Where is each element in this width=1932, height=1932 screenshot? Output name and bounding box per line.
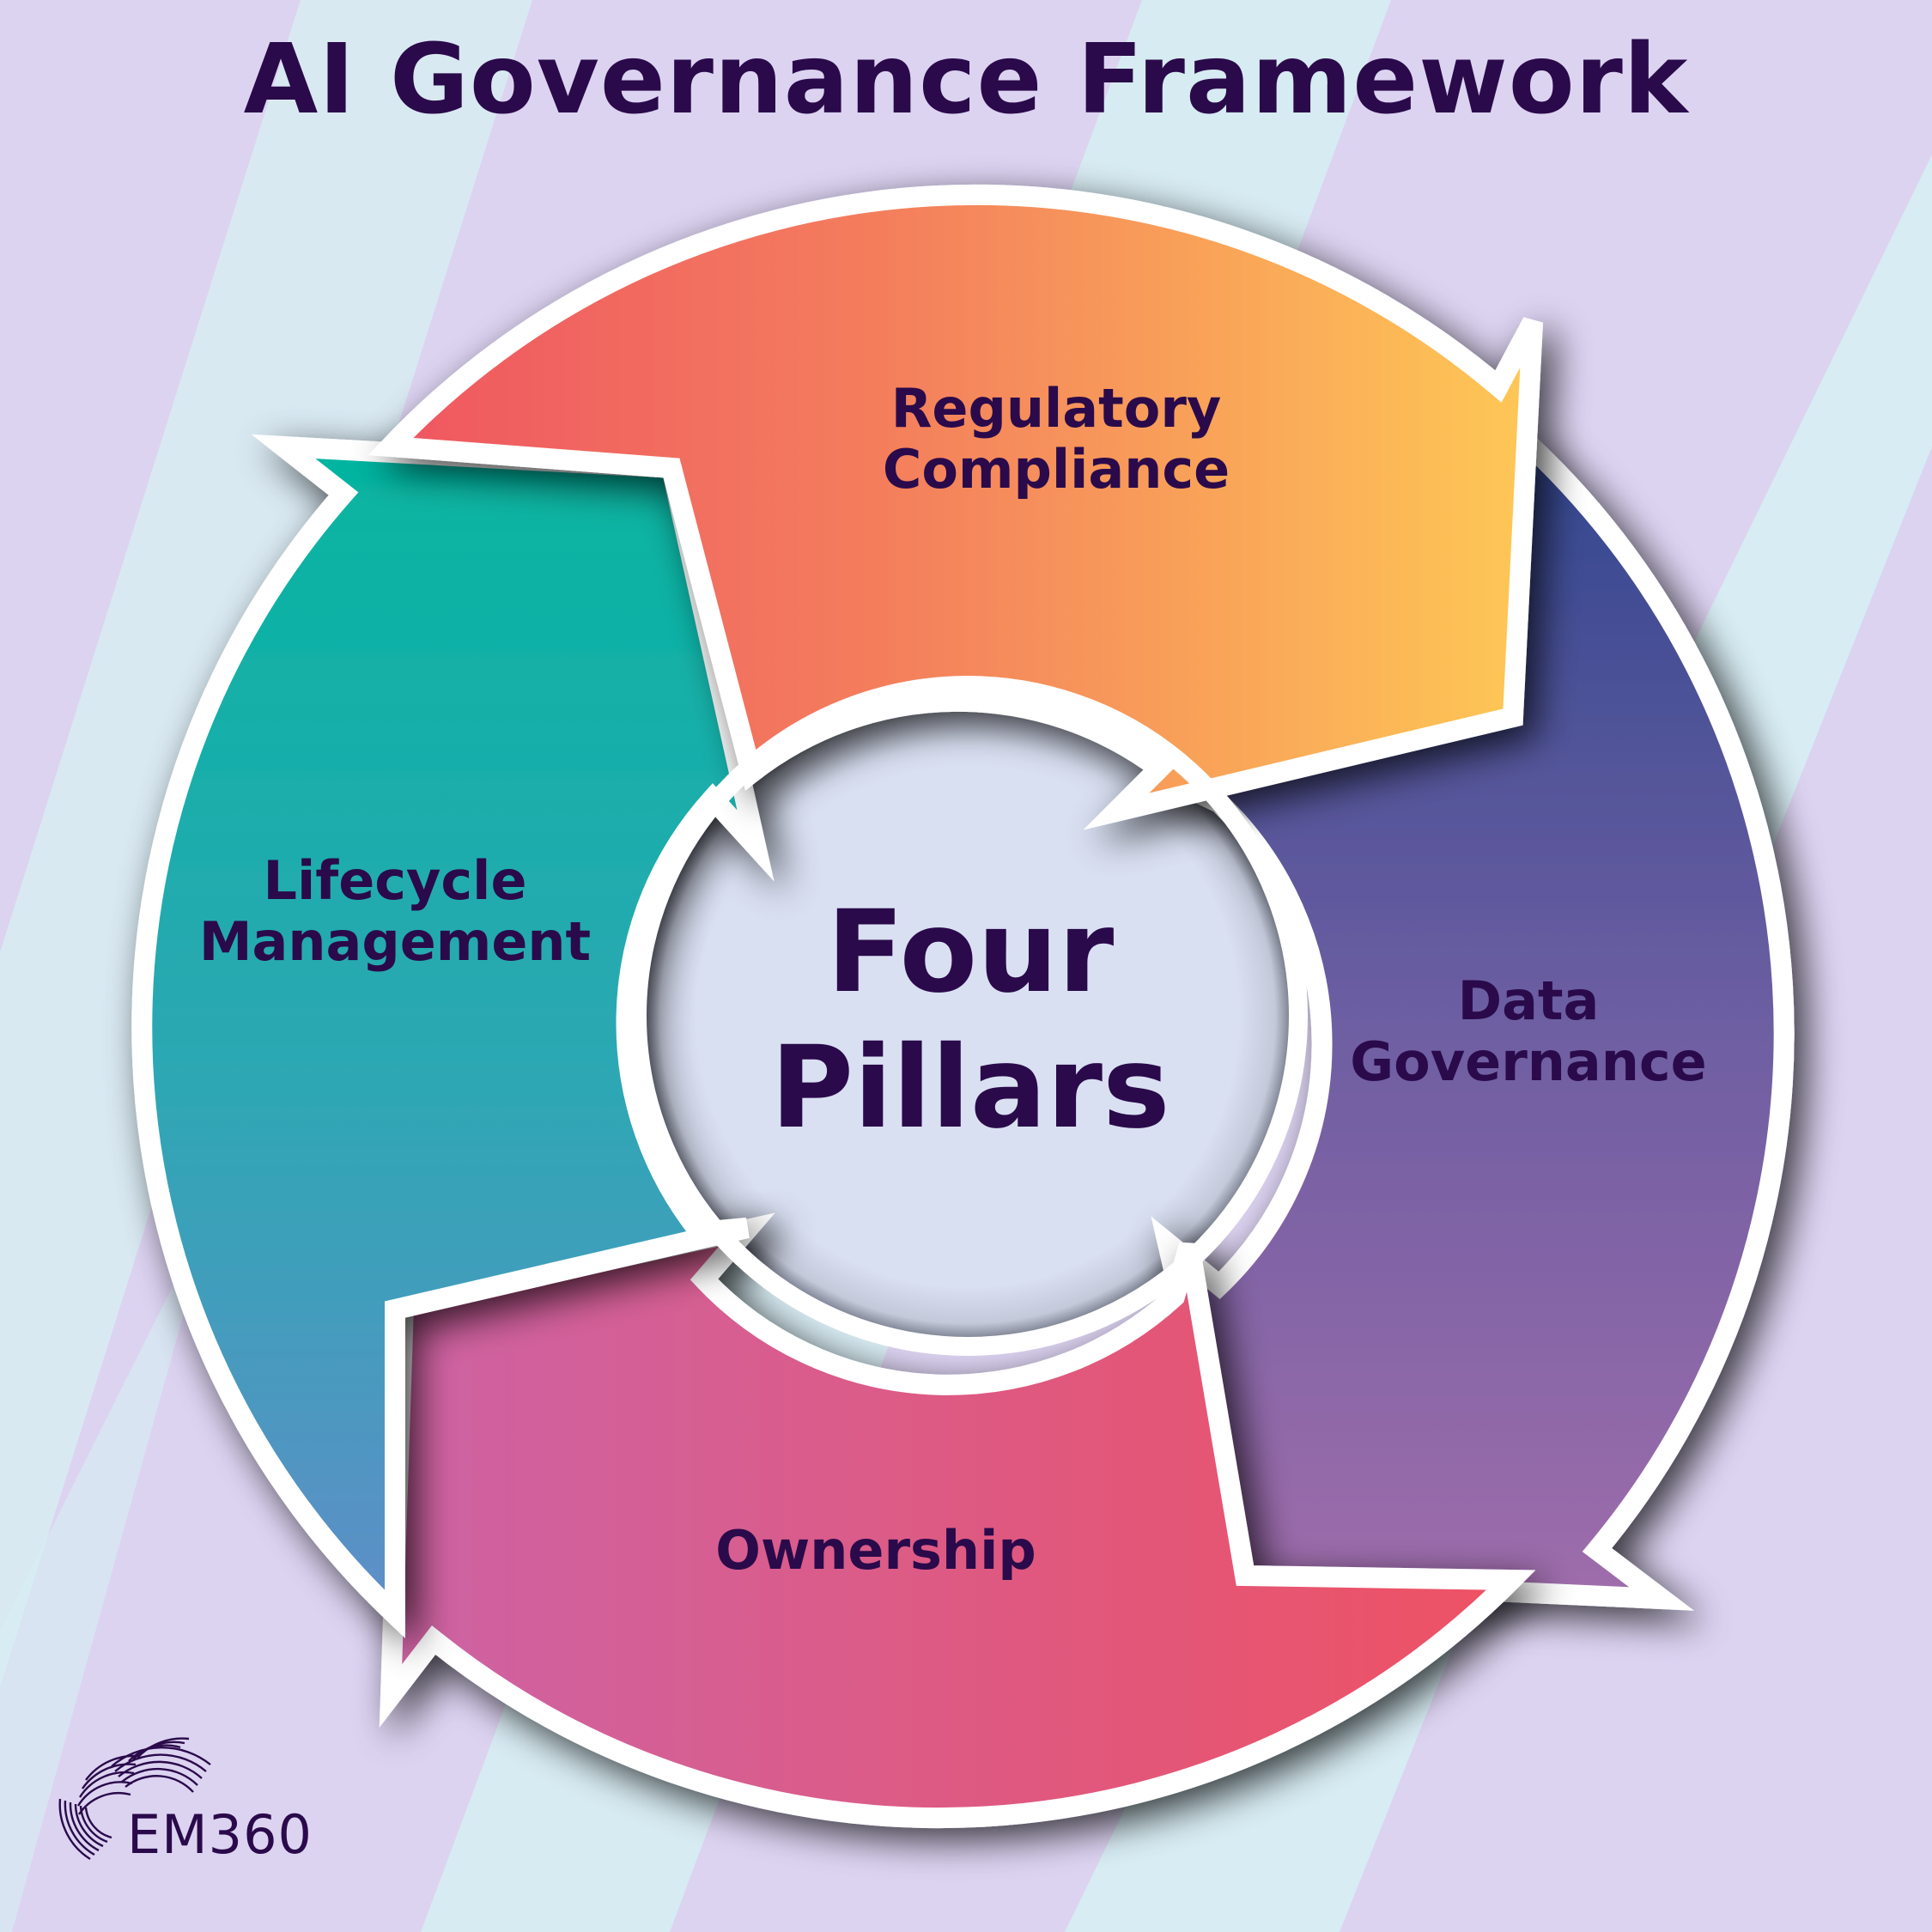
page-title: AI Governance Framework	[243, 24, 1689, 136]
label-line: Management	[198, 910, 592, 974]
label-ownership: Ownership	[670, 1519, 1082, 1582]
label-line: Regulatory	[890, 377, 1222, 440]
label-lifecycle-management: Lifecycle Management	[163, 850, 627, 973]
label-regulatory-compliance: Regulatory Compliance	[799, 378, 1314, 501]
inner-circle	[637, 685, 1298, 1346]
center-label: Four Pillars	[670, 884, 1271, 1157]
label-line: Lifecycle	[263, 849, 527, 912]
label-data-governance: Data Governance	[1305, 970, 1752, 1093]
label-line: Ownership	[715, 1519, 1036, 1582]
em360-logo-text: EM360	[127, 1803, 313, 1866]
center-line-1: Four	[826, 886, 1115, 1018]
arrow-lifecycle-management	[131, 434, 775, 1638]
arrow-ownership	[379, 1212, 1536, 1829]
label-line: Governance	[1350, 1030, 1707, 1094]
em360-shell-logo-icon	[58, 1737, 211, 1861]
arrow-regulatory-compliance	[368, 184, 1543, 830]
inner-ring-outline	[628, 676, 1308, 1356]
center-line-2: Pillars	[770, 1022, 1170, 1155]
label-line: Data	[1457, 969, 1600, 1032]
label-line: Compliance	[882, 438, 1230, 501]
